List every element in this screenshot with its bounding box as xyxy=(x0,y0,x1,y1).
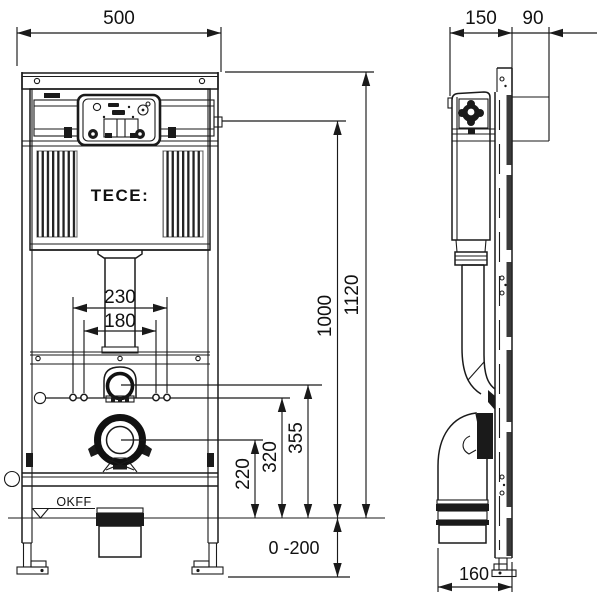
water-connection xyxy=(103,366,322,403)
dim-front-width-label: 500 xyxy=(103,8,135,29)
feet xyxy=(16,542,224,575)
dim-drain-height-label: 220 xyxy=(233,458,254,490)
wall-rail xyxy=(494,67,513,559)
side-foot xyxy=(491,557,517,578)
cistern-side xyxy=(447,91,495,266)
dim-flush-height-label: 1000 xyxy=(315,295,336,337)
dim-front-width: 500 xyxy=(16,8,222,72)
dim-inner-bolt-label: 180 xyxy=(104,311,136,332)
flush-actuation-unit xyxy=(76,93,162,147)
dim-wall-depth-label: 90 xyxy=(522,8,543,29)
flush-pipe-side xyxy=(461,264,496,410)
frame-rails xyxy=(21,72,219,544)
dim-bolt-spacing: 230 180 xyxy=(72,287,168,393)
drain-elbow-side xyxy=(436,412,493,544)
dim-water-height-label: 355 xyxy=(286,422,307,454)
middle-crossbar xyxy=(30,351,210,365)
front-view: 500 xyxy=(3,8,385,578)
dim-total-height-label: 1120 xyxy=(342,275,363,316)
vertical-dimensions: 1120 1000 355 320 220 xyxy=(222,71,374,518)
drain-pipe-below-floor xyxy=(96,507,144,558)
side-view: 150 90 xyxy=(436,8,597,592)
dim-drain-depth-label: 160 xyxy=(459,564,489,584)
bottom-crossrail xyxy=(22,472,218,487)
cistern: TECE: xyxy=(29,88,211,251)
dim-bolt-height-label: 320 xyxy=(260,441,281,473)
wall-section xyxy=(512,96,549,142)
drain-socket-front xyxy=(3,414,263,488)
flush-bend-front xyxy=(97,250,143,354)
dim-foot-adjustment: 0 -200 xyxy=(228,518,350,578)
top-crossbar xyxy=(21,72,219,90)
floor-level-label: OKFF xyxy=(56,495,91,509)
floor-level-marker: OKFF xyxy=(8,495,385,519)
brand-logo: TECE: xyxy=(91,186,150,205)
fixing-bolts xyxy=(33,391,290,405)
dim-foot-range-label: 0 -200 xyxy=(268,538,319,558)
dim-drain-depth: 160 xyxy=(437,548,513,592)
dim-frame-depth-label: 150 xyxy=(465,8,497,29)
dim-outer-bolt-label: 230 xyxy=(104,287,136,308)
